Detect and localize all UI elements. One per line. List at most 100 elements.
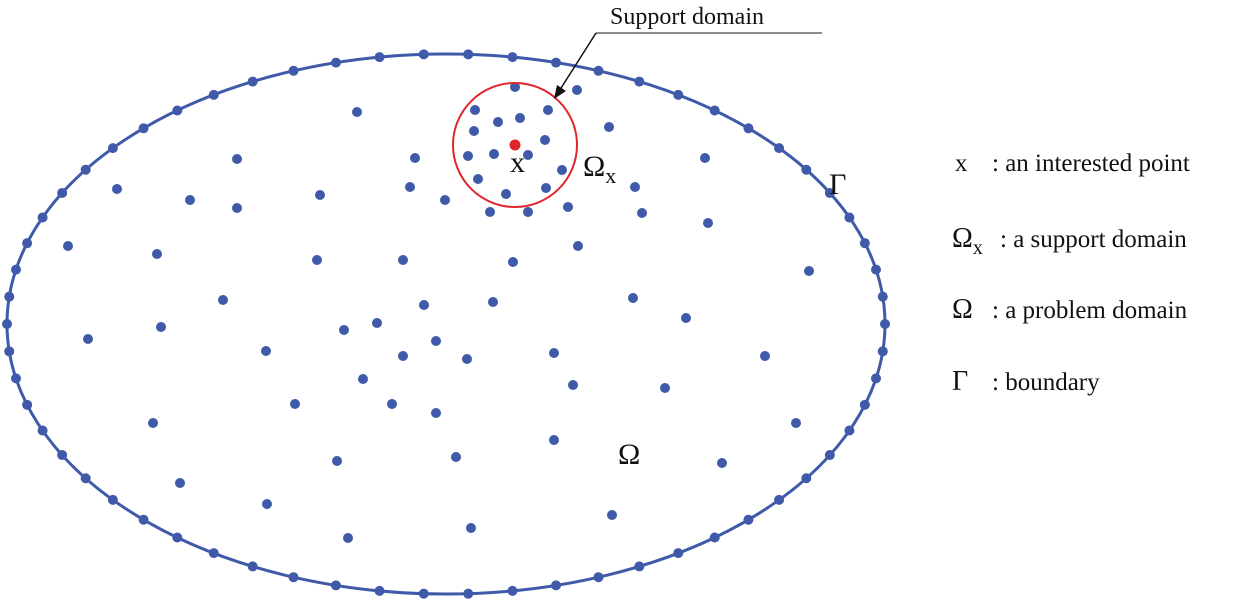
support-domain-label: Support domain <box>610 4 764 30</box>
field-node <box>523 150 533 160</box>
boundary-node <box>10 264 21 275</box>
boundary-node <box>4 291 15 302</box>
field-node <box>152 249 162 259</box>
field-node <box>508 257 518 267</box>
support-domain-circle <box>452 82 578 208</box>
field-node <box>232 154 242 164</box>
boundary-node <box>673 89 684 100</box>
boundary-node <box>288 65 299 76</box>
field-node <box>466 523 476 533</box>
boundary-node <box>824 450 835 461</box>
boundary-node <box>551 580 562 591</box>
legend-text: : boundary <box>992 369 1100 396</box>
boundary-node <box>107 143 118 154</box>
field-node <box>637 208 647 218</box>
boundary-node <box>593 65 604 76</box>
boundary-node <box>743 123 754 134</box>
field-node <box>470 105 480 115</box>
field-node <box>515 113 525 123</box>
field-node <box>489 149 499 159</box>
boundary-node <box>634 561 645 572</box>
field-node <box>557 165 567 175</box>
field-node <box>148 418 158 428</box>
boundary-node <box>463 588 474 599</box>
legend-item-interested-point: x : an interested point <box>955 150 1190 177</box>
field-node <box>700 153 710 163</box>
boundary-node <box>247 76 258 87</box>
field-node <box>523 207 533 217</box>
boundary-node <box>709 532 720 543</box>
boundary-node <box>107 494 118 505</box>
field-node <box>405 182 415 192</box>
field-node <box>681 313 691 323</box>
field-node <box>398 351 408 361</box>
svg-text:Ω: Ω <box>952 294 973 325</box>
field-node <box>760 351 770 361</box>
field-node <box>607 510 617 520</box>
callout-leader-line <box>555 32 597 97</box>
field-node <box>549 435 559 445</box>
field-node <box>717 458 727 468</box>
field-node <box>485 207 495 217</box>
field-node <box>463 151 473 161</box>
field-node <box>156 322 166 332</box>
interested-point-label: x <box>510 146 525 179</box>
boundary-node <box>37 212 48 223</box>
boundary-node <box>774 494 785 505</box>
field-node <box>493 117 503 127</box>
field-node <box>410 153 420 163</box>
legend-symbol: Γ <box>952 366 968 397</box>
legend-item-problem-domain: Ω : a problem domain <box>952 294 1188 325</box>
interior-nodes <box>63 82 814 543</box>
boundary-node <box>330 580 341 591</box>
field-node <box>804 266 814 276</box>
boundary-node <box>57 187 68 198</box>
field-node <box>791 418 801 428</box>
svg-text:Γ: Γ <box>952 366 968 397</box>
boundary-node <box>418 49 429 60</box>
field-node <box>628 293 638 303</box>
field-node <box>343 533 353 543</box>
boundary-node <box>374 52 385 63</box>
field-node <box>469 126 479 136</box>
boundary-node <box>57 450 68 461</box>
legend-symbol: x <box>955 150 968 177</box>
boundary-symbol: Γ <box>829 168 846 201</box>
boundary-node <box>418 588 429 599</box>
field-node <box>541 183 551 193</box>
field-node <box>63 241 73 251</box>
support-domain-symbol: Ωx <box>583 150 616 188</box>
field-node <box>462 354 472 364</box>
boundary-node <box>673 548 684 559</box>
boundary-node <box>774 143 785 154</box>
svg-text:x: x <box>955 150 968 177</box>
field-node <box>83 334 93 344</box>
legend: x : an interested point Ωx : a support d… <box>952 150 1190 397</box>
legend-subscript: x <box>973 237 983 259</box>
field-node <box>431 408 441 418</box>
legend-symbol: Ω <box>952 223 973 254</box>
field-node <box>440 195 450 205</box>
legend-item-support-domain: Ωx : a support domain <box>952 223 1187 259</box>
legend-text: : an interested point <box>992 150 1190 177</box>
boundary-node <box>859 399 870 410</box>
boundary-nodes <box>2 49 890 599</box>
legend-symbol: Ω <box>952 294 973 325</box>
field-node <box>315 190 325 200</box>
boundary-node <box>80 164 91 175</box>
support-domain-callout: Support domain <box>554 4 822 99</box>
boundary-node <box>871 373 882 384</box>
field-node <box>510 82 520 92</box>
field-node <box>387 399 397 409</box>
field-node <box>261 346 271 356</box>
field-node <box>501 189 511 199</box>
interested-point-marker <box>509 139 521 151</box>
boundary-node <box>172 105 183 116</box>
boundary-node <box>824 187 835 198</box>
boundary-node <box>22 238 33 249</box>
field-node <box>451 452 461 462</box>
boundary-node <box>37 425 48 436</box>
field-node <box>339 325 349 335</box>
field-node <box>473 174 483 184</box>
